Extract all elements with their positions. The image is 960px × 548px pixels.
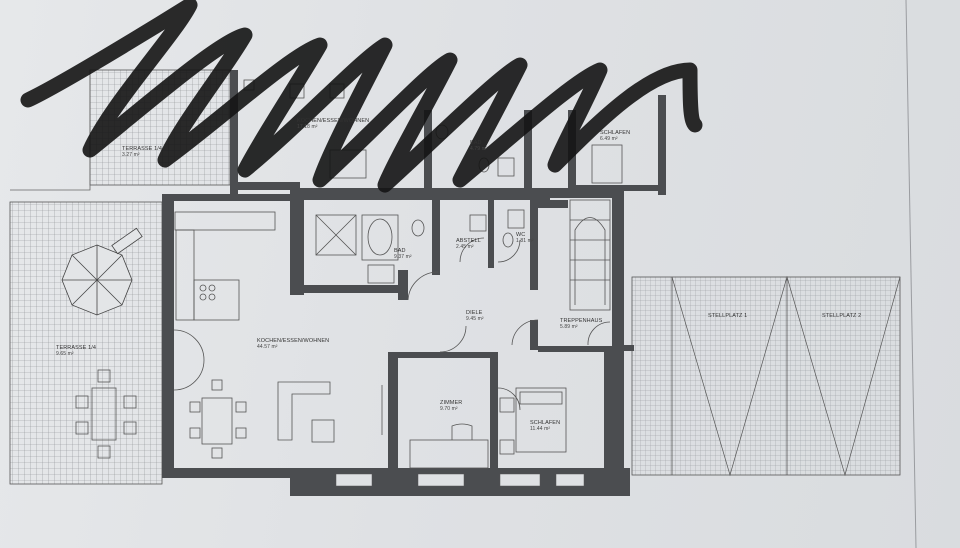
parasol-icon xyxy=(61,227,143,316)
room-label-stellplatz-1: STELLPLATZ 1 xyxy=(708,313,748,319)
terrace-left-area xyxy=(9,201,163,485)
room-label-stellplatz-2: STELLPLATZ 2 xyxy=(822,313,862,319)
parking-area xyxy=(631,276,901,476)
redaction-scribble xyxy=(20,0,703,193)
